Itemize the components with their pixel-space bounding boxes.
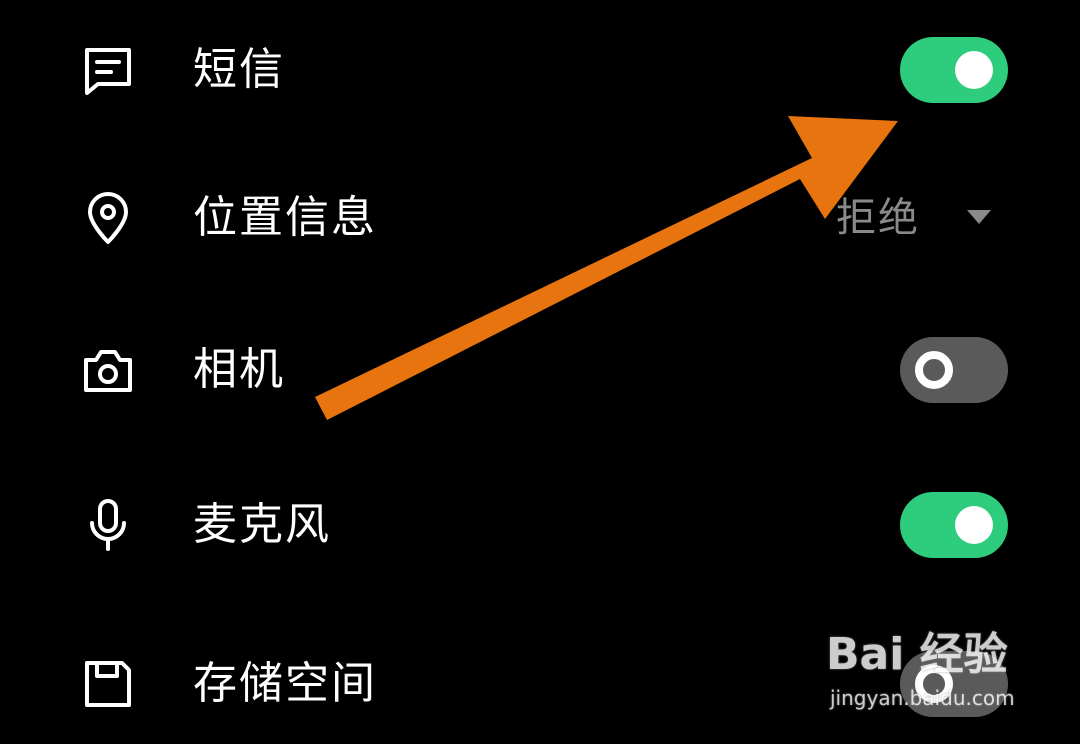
camera-toggle[interactable]: [900, 337, 1008, 403]
microphone-toggle[interactable]: [900, 492, 1008, 558]
toggle-knob: [955, 51, 993, 89]
watermark-brand: Bai 经验: [826, 629, 1008, 680]
storage-toggle[interactable]: [900, 651, 1008, 717]
location-pin-icon: [78, 188, 138, 248]
permission-label: 短信: [193, 44, 285, 95]
message-icon: [78, 40, 138, 100]
baidu-jingyan-watermark: Bai 经验 jingyan.baidu.com: [826, 622, 1026, 722]
permission-label: 相机: [193, 344, 285, 395]
permission-row-camera[interactable]: 相机: [0, 310, 1080, 430]
permission-row-sms[interactable]: 短信: [0, 10, 1080, 130]
toggle-knob: [955, 506, 993, 544]
microphone-icon: [78, 495, 138, 555]
camera-icon: [78, 340, 138, 400]
watermark-site: jingyan.baidu.com: [830, 686, 1015, 710]
caret-down-icon: [967, 210, 991, 224]
permission-label: 麦克风: [193, 499, 331, 550]
permission-label: 存储空间: [193, 658, 377, 709]
floppy-disk-icon: [78, 654, 138, 714]
location-permission-select[interactable]: 拒绝: [830, 188, 1010, 248]
permission-label: 位置信息: [193, 192, 377, 243]
permission-row-location[interactable]: 位置信息 拒绝: [0, 158, 1080, 278]
permission-row-microphone[interactable]: 麦克风: [0, 465, 1080, 585]
toggle-knob: [915, 665, 953, 703]
sms-toggle[interactable]: [900, 37, 1008, 103]
select-value: 拒绝: [836, 195, 920, 241]
permission-row-storage[interactable]: 存储空间: [0, 624, 1080, 744]
toggle-knob: [915, 351, 953, 389]
